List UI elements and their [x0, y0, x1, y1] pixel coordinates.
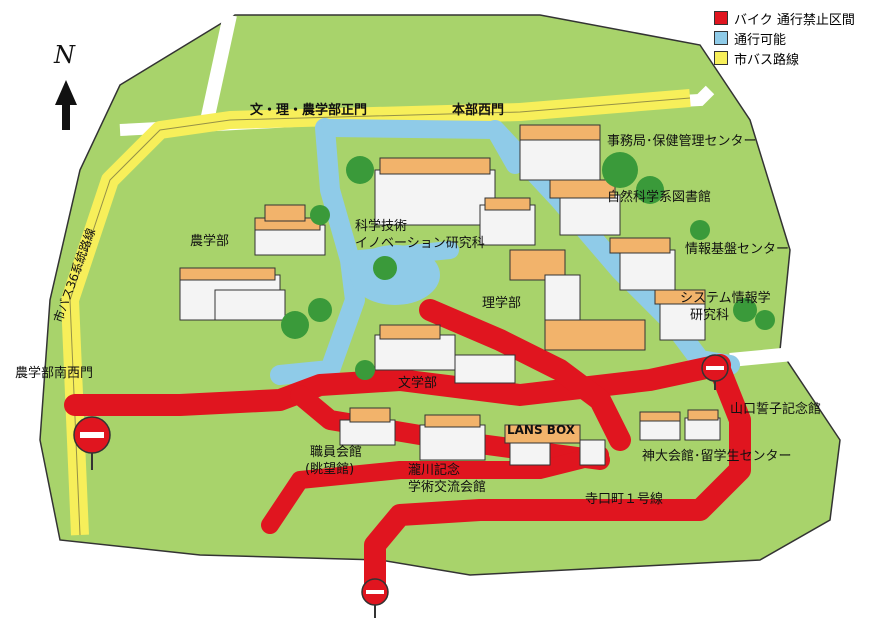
legend-label: 通行可能	[734, 32, 787, 48]
label-teraguchi: 寺口町１号線	[585, 492, 664, 507]
blue-roundabout	[350, 245, 440, 305]
label-main-gate: 文・理・農学部正門	[250, 103, 368, 118]
legend-item-passable: 通行可能	[714, 28, 855, 48]
legend-label: 市バス路線	[734, 52, 800, 68]
label-lans-box: LANS BOX	[507, 423, 575, 437]
label-yamaguchi: 山口誓子記念館	[730, 402, 822, 417]
label-west-gate: 本部西門	[452, 103, 505, 118]
compass-letter: N	[54, 41, 75, 69]
no-entry-sign-east	[701, 354, 729, 390]
label-takigawa-2: 学術交流会館	[408, 480, 487, 495]
buildings	[179, 124, 721, 466]
label-admin: 事務局･保健管理センター	[607, 134, 757, 149]
label-info-center: 情報基盤センター	[685, 242, 790, 257]
label-staff-hall-2: (眺望館)	[305, 462, 355, 477]
label-agriculture: 農学部	[190, 234, 230, 249]
outer-road-north-left	[198, 13, 237, 132]
compass-arrow	[55, 80, 77, 130]
label-kobe-hall: 神大会館･留学生センター	[642, 449, 792, 464]
legend-swatch-yellow	[714, 51, 728, 65]
legend-item-bus: 市バス路線	[714, 48, 855, 68]
label-science-tech-1: 科学技術	[355, 219, 408, 234]
label-system-1: システム情報学	[680, 291, 771, 306]
no-entry-sign-south	[361, 578, 389, 618]
legend: バイク 通行禁止区間 通行可能 市バス路線	[714, 8, 855, 68]
no-entry-sign-west	[73, 416, 111, 470]
label-takigawa-1: 瀧川記念	[408, 463, 461, 478]
label-system-2: 研究科	[690, 308, 730, 323]
trees	[281, 152, 775, 380]
legend-swatch-blue	[714, 31, 728, 45]
label-library: 自然科学系図書館	[607, 190, 712, 205]
legend-swatch-red	[714, 11, 728, 25]
label-staff-hall-1: 職員会館	[310, 445, 363, 460]
label-science: 理学部	[482, 296, 522, 311]
legend-label: バイク 通行禁止区間	[734, 12, 855, 28]
outer-road-east	[729, 338, 887, 367]
legend-item-no-bike: バイク 通行禁止区間	[714, 8, 855, 28]
bus-road-outline	[69, 97, 691, 536]
label-letters: 文学部	[398, 376, 438, 391]
label-science-tech-2: イノベーション研究科	[355, 236, 485, 251]
label-south-west-gate: 農学部南西門	[15, 366, 94, 381]
